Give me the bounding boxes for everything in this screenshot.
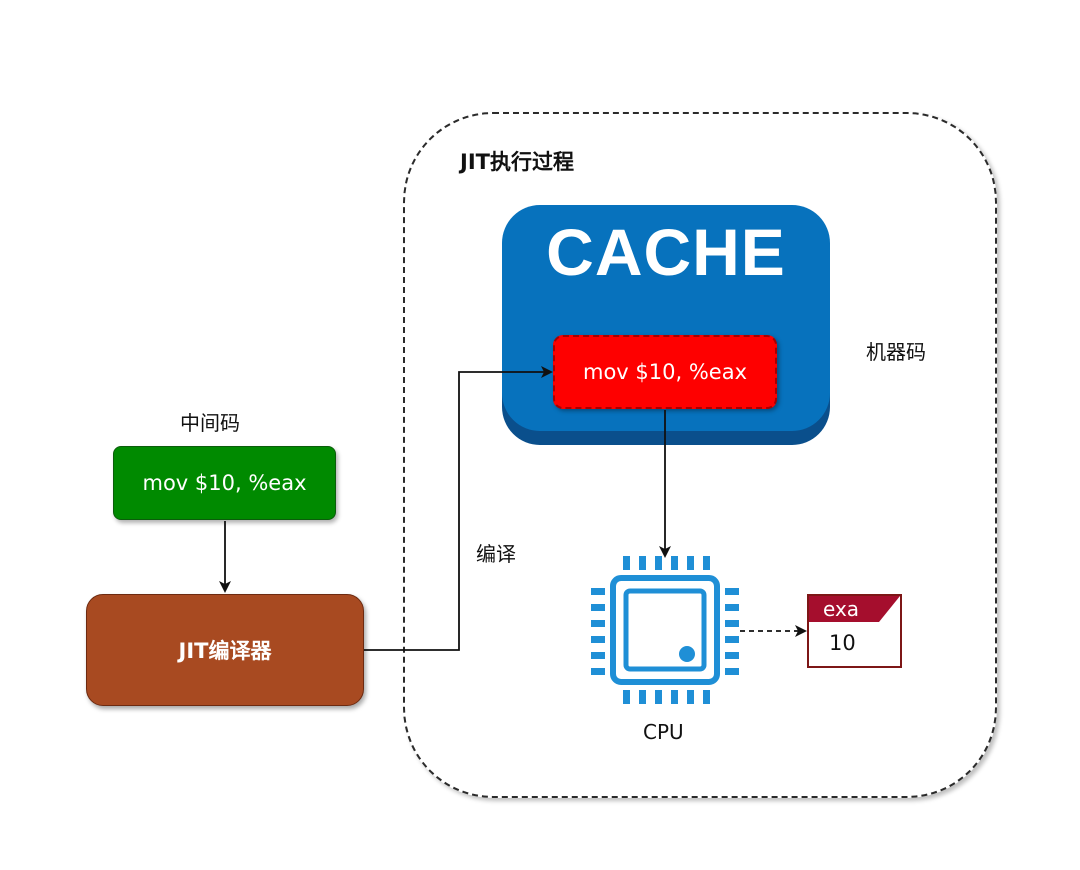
jit-execution-region (403, 112, 997, 798)
register-name: exa (823, 597, 860, 621)
jit-compiler-label: JIT编译器 (178, 639, 272, 663)
region-title: JIT执行过程 (460, 150, 574, 174)
compiler-to-cache-arrow[interactable] (364, 366, 553, 651)
machine-code-box[interactable]: mov $10, %eax (553, 335, 777, 409)
intermediate-code-box[interactable]: mov $10, %eax (113, 446, 336, 520)
compile-edge-label: 编译 (476, 542, 516, 566)
cpu-label: CPU (643, 720, 684, 744)
cache-title: CACHE (546, 215, 786, 289)
intermediate-code-label: 中间码 (180, 411, 240, 435)
cpu-chip-icon[interactable] (588, 553, 742, 707)
register-header-tab (809, 596, 900, 622)
jit-compiler-box[interactable]: JIT编译器 (86, 594, 364, 706)
register-box[interactable]: exa 10 (807, 594, 902, 668)
register-value: 10 (829, 631, 856, 655)
machine-code-label: 机器码 (866, 340, 926, 364)
intermediate-code-text: mov $10, %eax (142, 471, 307, 495)
machine-code-text: mov $10, %eax (582, 360, 747, 384)
